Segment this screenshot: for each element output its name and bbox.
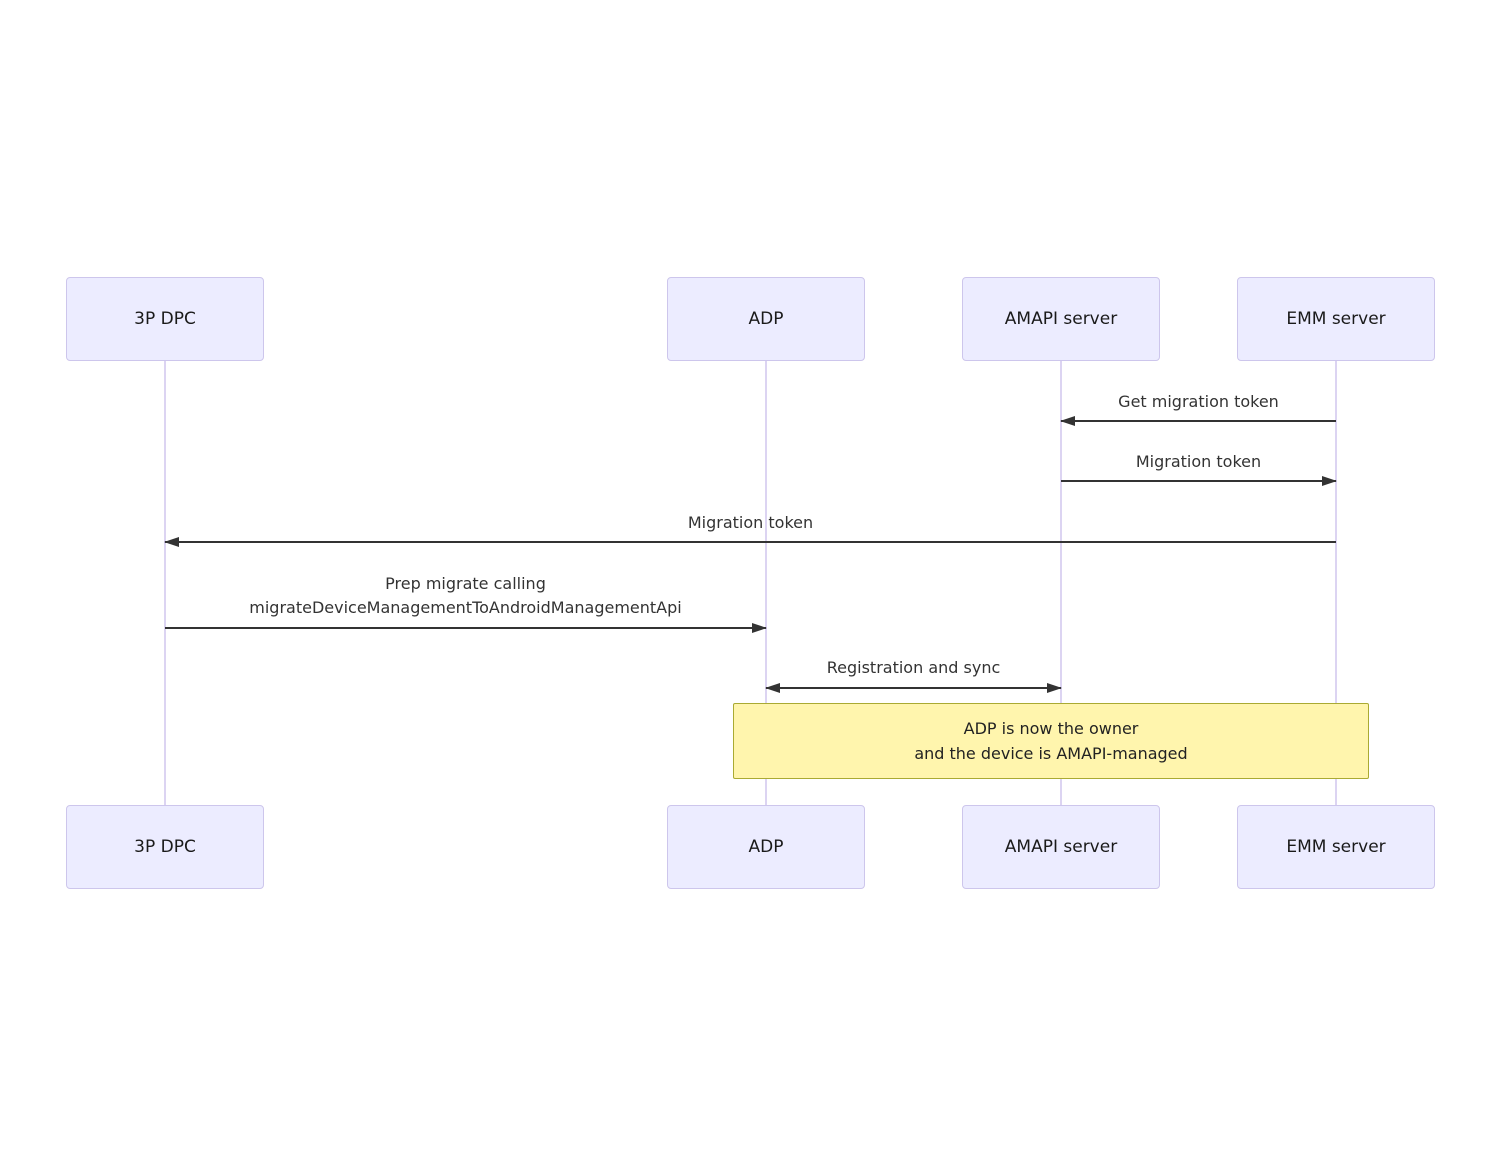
message-label-prep-migrate: Prep migrate calling migrateDeviceManage… (165, 572, 766, 620)
actor-top-emm-server: EMM server (1237, 277, 1435, 361)
message-label-get-migration-token: Get migration token (1118, 392, 1279, 411)
arrowhead-right-icon (752, 623, 767, 633)
message-label-migration-token-to-emm: Migration token (1135, 452, 1262, 471)
actor-label: 3P DPC (134, 837, 196, 857)
message-label-registration-and-sync: Registration and sync (826, 658, 1001, 677)
message-arrow-migration-token-to-dpc (164, 537, 1336, 547)
actor-top-3p-dpc: 3P DPC (66, 277, 264, 361)
message-arrow-migration-token-to-emm (1061, 476, 1337, 486)
arrowhead-left-icon (1060, 416, 1075, 426)
message-label-migration-token-to-dpc: Migration token (687, 513, 814, 532)
actor-top-amapi-server: AMAPI server (962, 277, 1160, 361)
actor-bottom-adp: ADP (667, 805, 865, 889)
note-line: ADP is now the owner (963, 719, 1139, 738)
message-arrow-registration-and-sync (765, 683, 1062, 693)
actor-label: 3P DPC (134, 309, 196, 329)
actor-label: AMAPI server (1004, 309, 1118, 329)
lifeline-emm-server (1335, 361, 1337, 805)
actor-bottom-emm-server: EMM server (1237, 805, 1435, 889)
note-adp-owner: ADP is now the owner and the device is A… (733, 703, 1369, 779)
message-label-line: Prep migrate calling (385, 574, 546, 593)
actor-label: AMAPI server (1004, 837, 1118, 857)
message-arrow-get-migration-token (1060, 416, 1336, 426)
message-arrow-prep-migrate (165, 623, 767, 633)
arrowhead-right-icon (1322, 476, 1337, 486)
arrowhead-left-icon (765, 683, 780, 693)
actor-bottom-3p-dpc: 3P DPC (66, 805, 264, 889)
actor-label: EMM server (1286, 837, 1386, 857)
actor-label: ADP (748, 309, 784, 329)
actor-top-adp: ADP (667, 277, 865, 361)
lifeline-amapi-server (1060, 361, 1062, 805)
arrowhead-right-icon (1047, 683, 1062, 693)
lifeline-adp (765, 361, 767, 805)
lifeline-3p-dpc (164, 361, 166, 805)
actor-label: EMM server (1286, 309, 1386, 329)
arrowhead-left-icon (164, 537, 179, 547)
note-line: and the device is AMAPI-managed (914, 744, 1188, 763)
actor-label: ADP (748, 837, 784, 857)
message-label-line: migrateDeviceManagementToAndroidManageme… (249, 598, 682, 617)
actor-bottom-amapi-server: AMAPI server (962, 805, 1160, 889)
